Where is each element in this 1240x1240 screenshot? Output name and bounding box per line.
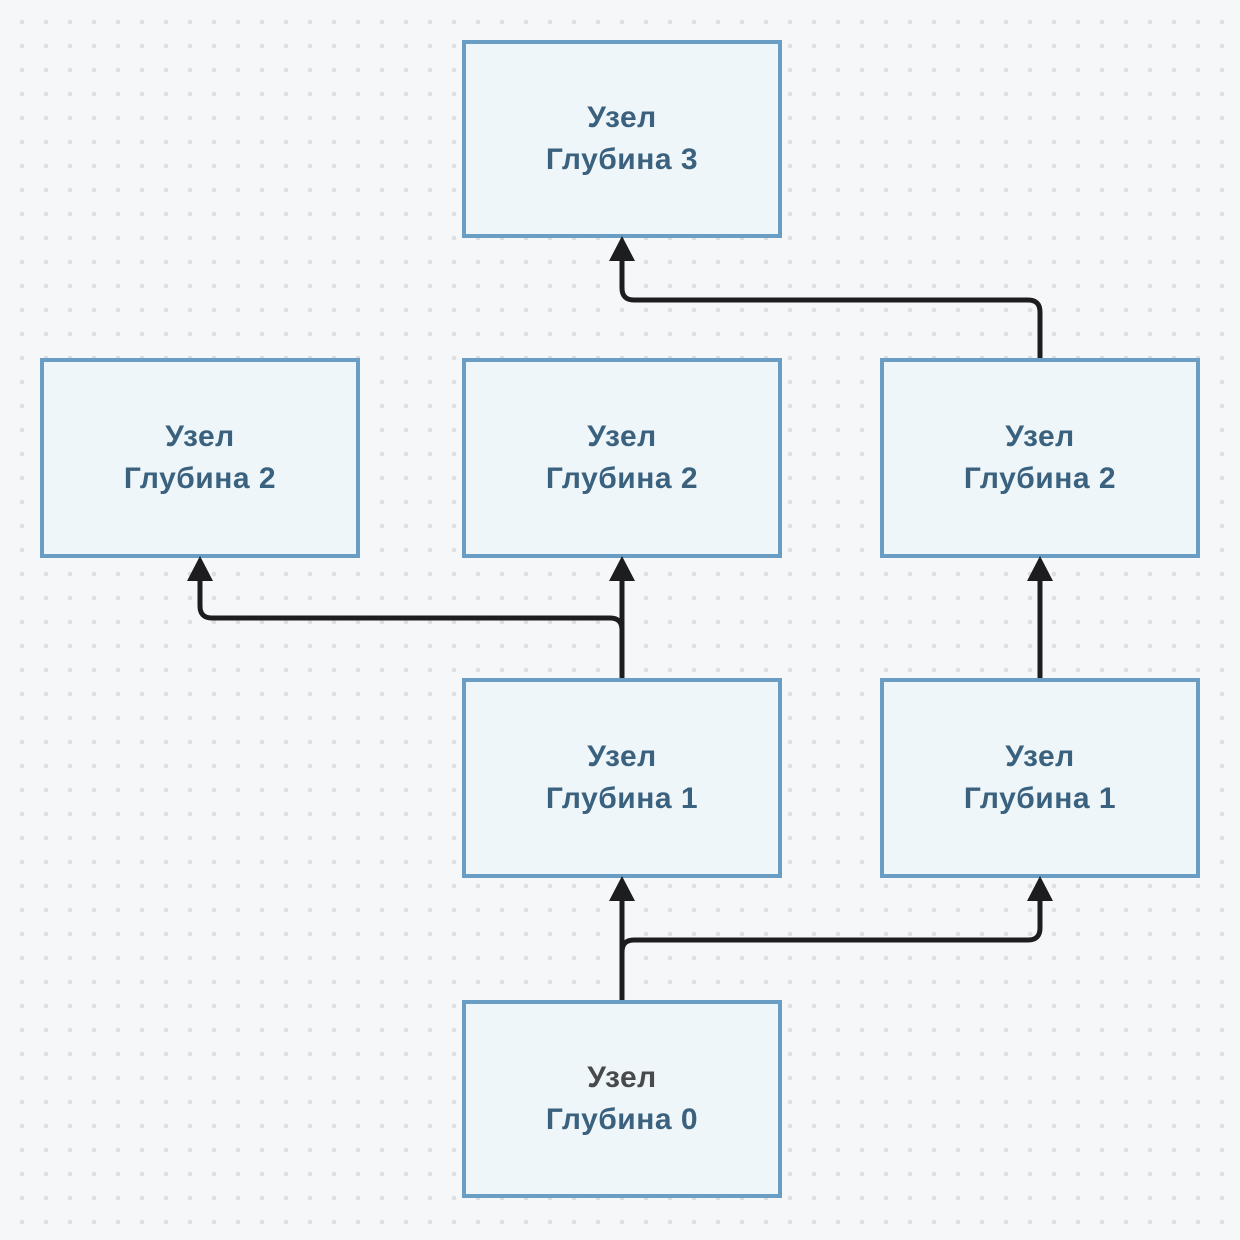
- node-subtitle: Глубина 1: [963, 782, 1117, 815]
- node-depth1-center[interactable]: Узел Глубина 1: [462, 678, 782, 878]
- arrowhead-up-icon: [187, 556, 213, 581]
- edge-depth1-center-to-depth2-center: [609, 556, 635, 678]
- node-subtitle: Глубина 2: [963, 462, 1117, 495]
- arrowhead-up-icon: [609, 876, 635, 901]
- node-title: Узел: [587, 420, 657, 453]
- edge-depth0-to-depth1-center: [609, 876, 635, 1000]
- node-subtitle: Глубина 2: [545, 462, 699, 495]
- node-title: Узел: [1005, 420, 1075, 453]
- node-subtitle: Глубина 2: [123, 462, 277, 495]
- arrowhead-up-icon: [1027, 876, 1053, 901]
- edge-line: [619, 898, 1043, 1000]
- node-depth3[interactable]: Узел Глубина 3: [462, 40, 782, 238]
- edge-depth2-right-to-depth3: [609, 236, 1043, 358]
- arrowhead-up-icon: [609, 236, 635, 261]
- node-title: Узел: [587, 740, 657, 773]
- edge-line: [197, 578, 625, 678]
- arrowhead-up-icon: [609, 556, 635, 581]
- node-subtitle: Глубина 1: [545, 782, 699, 815]
- node-depth0[interactable]: Узел Глубина 0: [462, 1000, 782, 1198]
- node-subtitle: Глубина 3: [545, 143, 699, 176]
- arrowhead-up-icon: [1027, 556, 1053, 581]
- node-subtitle: Глубина 0: [545, 1103, 699, 1136]
- node-title: Узел: [587, 1061, 657, 1094]
- node-depth2-right[interactable]: Узел Глубина 2: [880, 358, 1200, 558]
- edge-depth0-to-depth1-right: [619, 876, 1053, 1000]
- edge-depth1-right-to-depth2-right: [1027, 556, 1053, 678]
- node-title: Узел: [1005, 740, 1075, 773]
- node-title: Узел: [165, 420, 235, 453]
- node-depth1-right[interactable]: Узел Глубина 1: [880, 678, 1200, 878]
- node-title: Узел: [587, 101, 657, 134]
- edge-depth1-center-to-depth2-left: [187, 556, 625, 678]
- node-depth2-left[interactable]: Узел Глубина 2: [40, 358, 360, 558]
- node-depth2-center[interactable]: Узел Глубина 2: [462, 358, 782, 558]
- edge-line: [619, 258, 1043, 358]
